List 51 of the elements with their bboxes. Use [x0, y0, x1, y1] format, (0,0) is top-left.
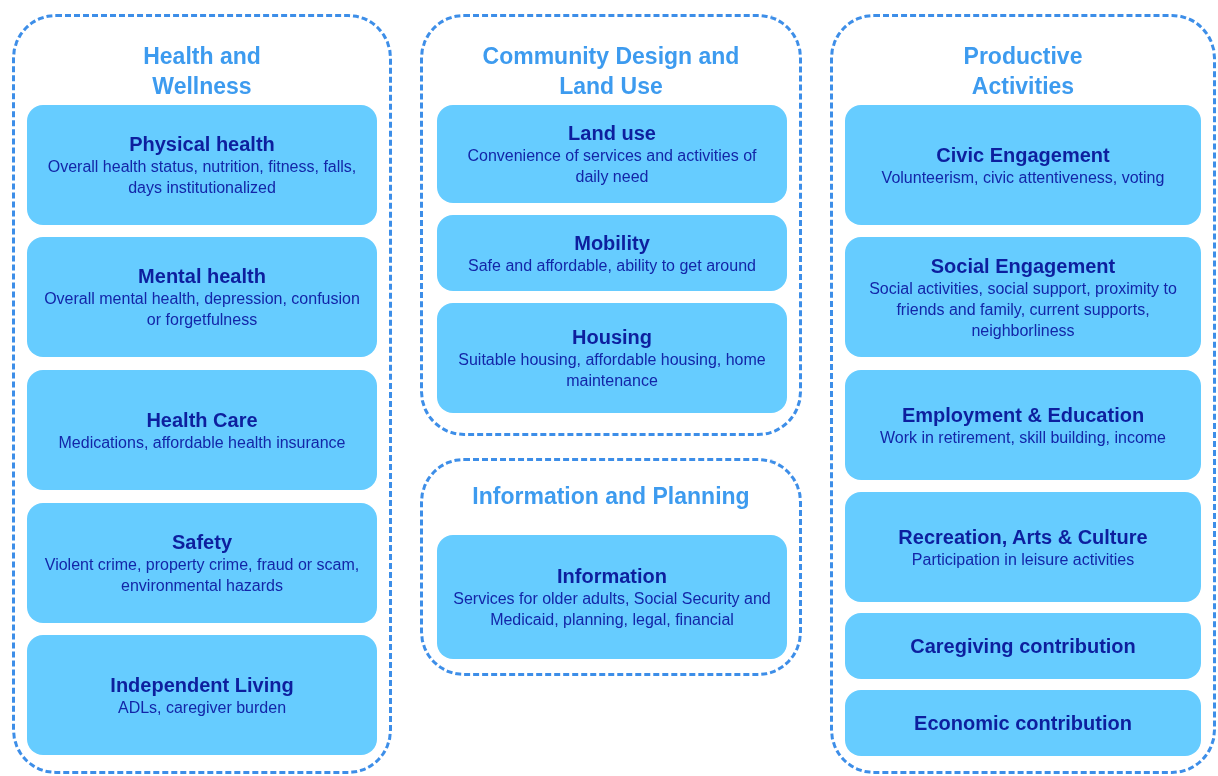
- group-heading: Information and Planning: [471, 482, 751, 511]
- category-box: [845, 105, 1201, 225]
- box-description: ADLs, caregiver burden: [117, 697, 287, 718]
- group-heading: Community Design and Land Use: [481, 42, 741, 101]
- category-box: [27, 635, 377, 755]
- box-title: Economic contribution: [914, 711, 1132, 735]
- box-title: Land use: [568, 121, 656, 145]
- box-description: Work in retirement, skill building, income: [880, 427, 1166, 448]
- box-description: Overall mental health, depression, confusion or forgetfulness: [43, 289, 361, 330]
- category-box: [27, 503, 377, 623]
- dashed-group-frame: [12, 14, 392, 774]
- category-box: [437, 105, 787, 203]
- box-description: Participation in leisure activities: [911, 549, 1135, 570]
- box-title: Health Care: [146, 407, 258, 432]
- category-box: [845, 690, 1201, 756]
- category-box: [437, 215, 787, 291]
- box-description: Convenience of services and activities of daily need: [466, 146, 758, 187]
- box-title: Recreation, Arts & Culture: [898, 524, 1148, 549]
- box-title: Information: [557, 564, 667, 588]
- category-box: [27, 105, 377, 225]
- box-description: Safe and affordable, ability to get around: [468, 255, 756, 276]
- box-description: Overall health status, nutrition, fitness, falls, days institutionalized: [46, 157, 358, 198]
- dashed-group-frame: [830, 14, 1216, 774]
- group-heading: Health and Wellness: [142, 42, 262, 101]
- box-description: Suitable housing, affordable housing, home maintenance: [457, 350, 767, 391]
- box-title: Civic Engagement: [936, 142, 1110, 167]
- category-box: [845, 492, 1201, 602]
- box-description: Volunteerism, civic attentiveness, voting: [881, 167, 1165, 188]
- category-box: [27, 237, 377, 357]
- category-box: [845, 370, 1201, 480]
- box-description: Services for older adults, Social Security and Medicaid, planning, legal, financial: [452, 589, 772, 630]
- box-title: Physical health: [129, 132, 275, 156]
- box-description: Violent crime, property crime, fraud or scam, environmental hazards: [43, 555, 361, 596]
- category-box: [437, 303, 787, 413]
- box-title: Social Engagement: [930, 253, 1116, 278]
- category-box: [27, 370, 377, 490]
- box-description: Medications, affordable health insurance: [58, 432, 346, 453]
- box-title: Mobility: [574, 230, 650, 255]
- dashed-group-frame: [420, 14, 802, 436]
- box-title: Independent Living: [110, 672, 294, 697]
- box-title: Safety: [172, 530, 232, 554]
- box-title: Mental health: [138, 264, 266, 288]
- box-title: Employment & Education: [901, 402, 1145, 427]
- box-description: Social activities, social support, proximity to friends and family, current supports, neighborliness: [868, 278, 1178, 341]
- category-box: [437, 535, 787, 659]
- box-title: Housing: [572, 325, 652, 349]
- category-box: [845, 237, 1201, 357]
- group-heading: Productive Activities: [962, 42, 1084, 101]
- category-box: [845, 613, 1201, 679]
- dashed-group-frame: [420, 458, 802, 676]
- box-title: Caregiving contribution: [910, 634, 1136, 658]
